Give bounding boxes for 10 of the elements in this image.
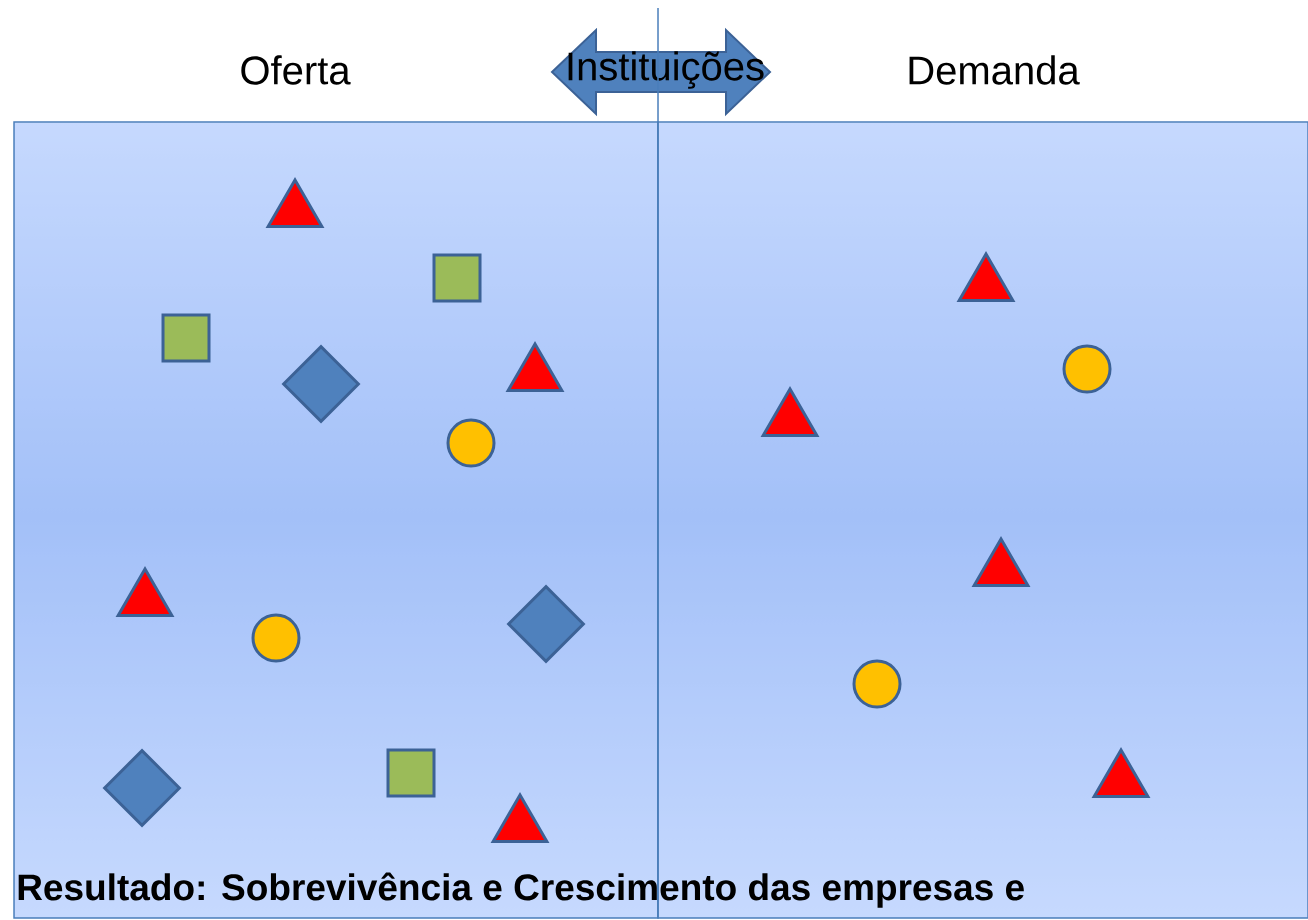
circle-marker xyxy=(446,418,496,468)
square-marker xyxy=(386,748,436,798)
circle-marker xyxy=(1062,344,1112,394)
square-marker xyxy=(161,313,211,363)
node-label: Oferta xyxy=(241,55,351,85)
circle-marker xyxy=(251,613,301,663)
square-marker xyxy=(432,253,482,303)
circle-marker xyxy=(852,659,902,709)
node-label: Demanda xyxy=(909,55,1080,85)
underlined-caption: Resultado: Sobrevivência e Crescimento das empresas e xyxy=(18,872,1024,908)
